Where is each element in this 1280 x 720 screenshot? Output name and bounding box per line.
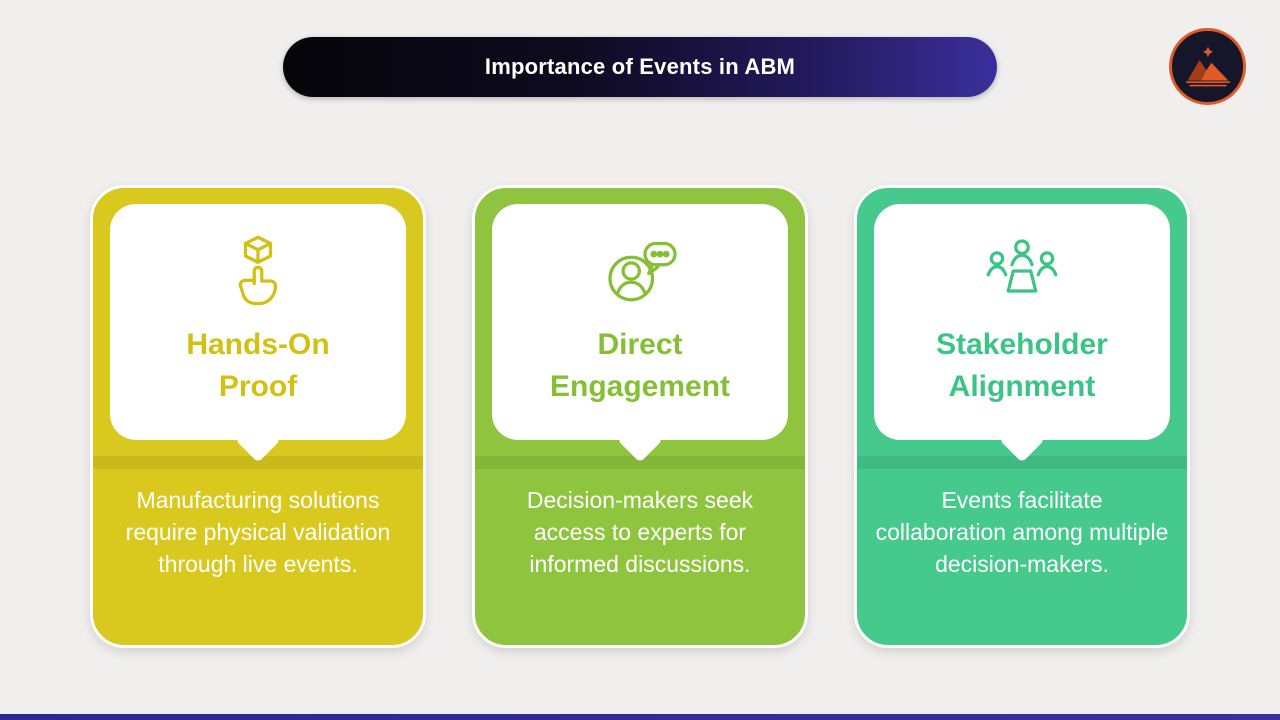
card-panel: Stakeholder Alignment [874, 204, 1170, 440]
card-stakeholder-alignment: Stakeholder Alignment Events facilitate … [854, 185, 1190, 648]
page-title: Importance of Events in ABM [484, 54, 796, 79]
card-title: Stakeholder Alignment [936, 328, 1108, 403]
card-title: Hands-On Proof [186, 328, 330, 403]
card-divider-band [475, 456, 805, 469]
card-title: Direct Engagement [549, 328, 731, 403]
card-hands-on-proof: Hands-On Proof Manufacturing solutions r… [90, 185, 426, 648]
card-divider-band [93, 456, 423, 469]
cards-row: Hands-On Proof Manufacturing solutions r… [0, 185, 1280, 648]
group-table-icon [979, 228, 1065, 314]
brand-logo [1169, 28, 1246, 105]
title-banner: Importance of Events in ABM [283, 37, 997, 97]
hands-on-icon [215, 228, 301, 314]
card-direct-engagement: Direct Engagement Decision-makers seek a… [472, 185, 808, 648]
card-panel: Direct Engagement [492, 204, 788, 440]
card-panel: Hands-On Proof [110, 204, 406, 440]
card-divider-band [857, 456, 1187, 469]
bottom-accent-strip [0, 714, 1280, 720]
card-body: Events facilitate collaboration among mu… [875, 487, 1169, 578]
conversation-icon [597, 228, 683, 314]
mountain-star-icon [1185, 46, 1230, 86]
card-body: Decision-makers seek access to experts f… [526, 487, 754, 578]
card-body: Manufacturing solutions require physical… [125, 487, 391, 578]
